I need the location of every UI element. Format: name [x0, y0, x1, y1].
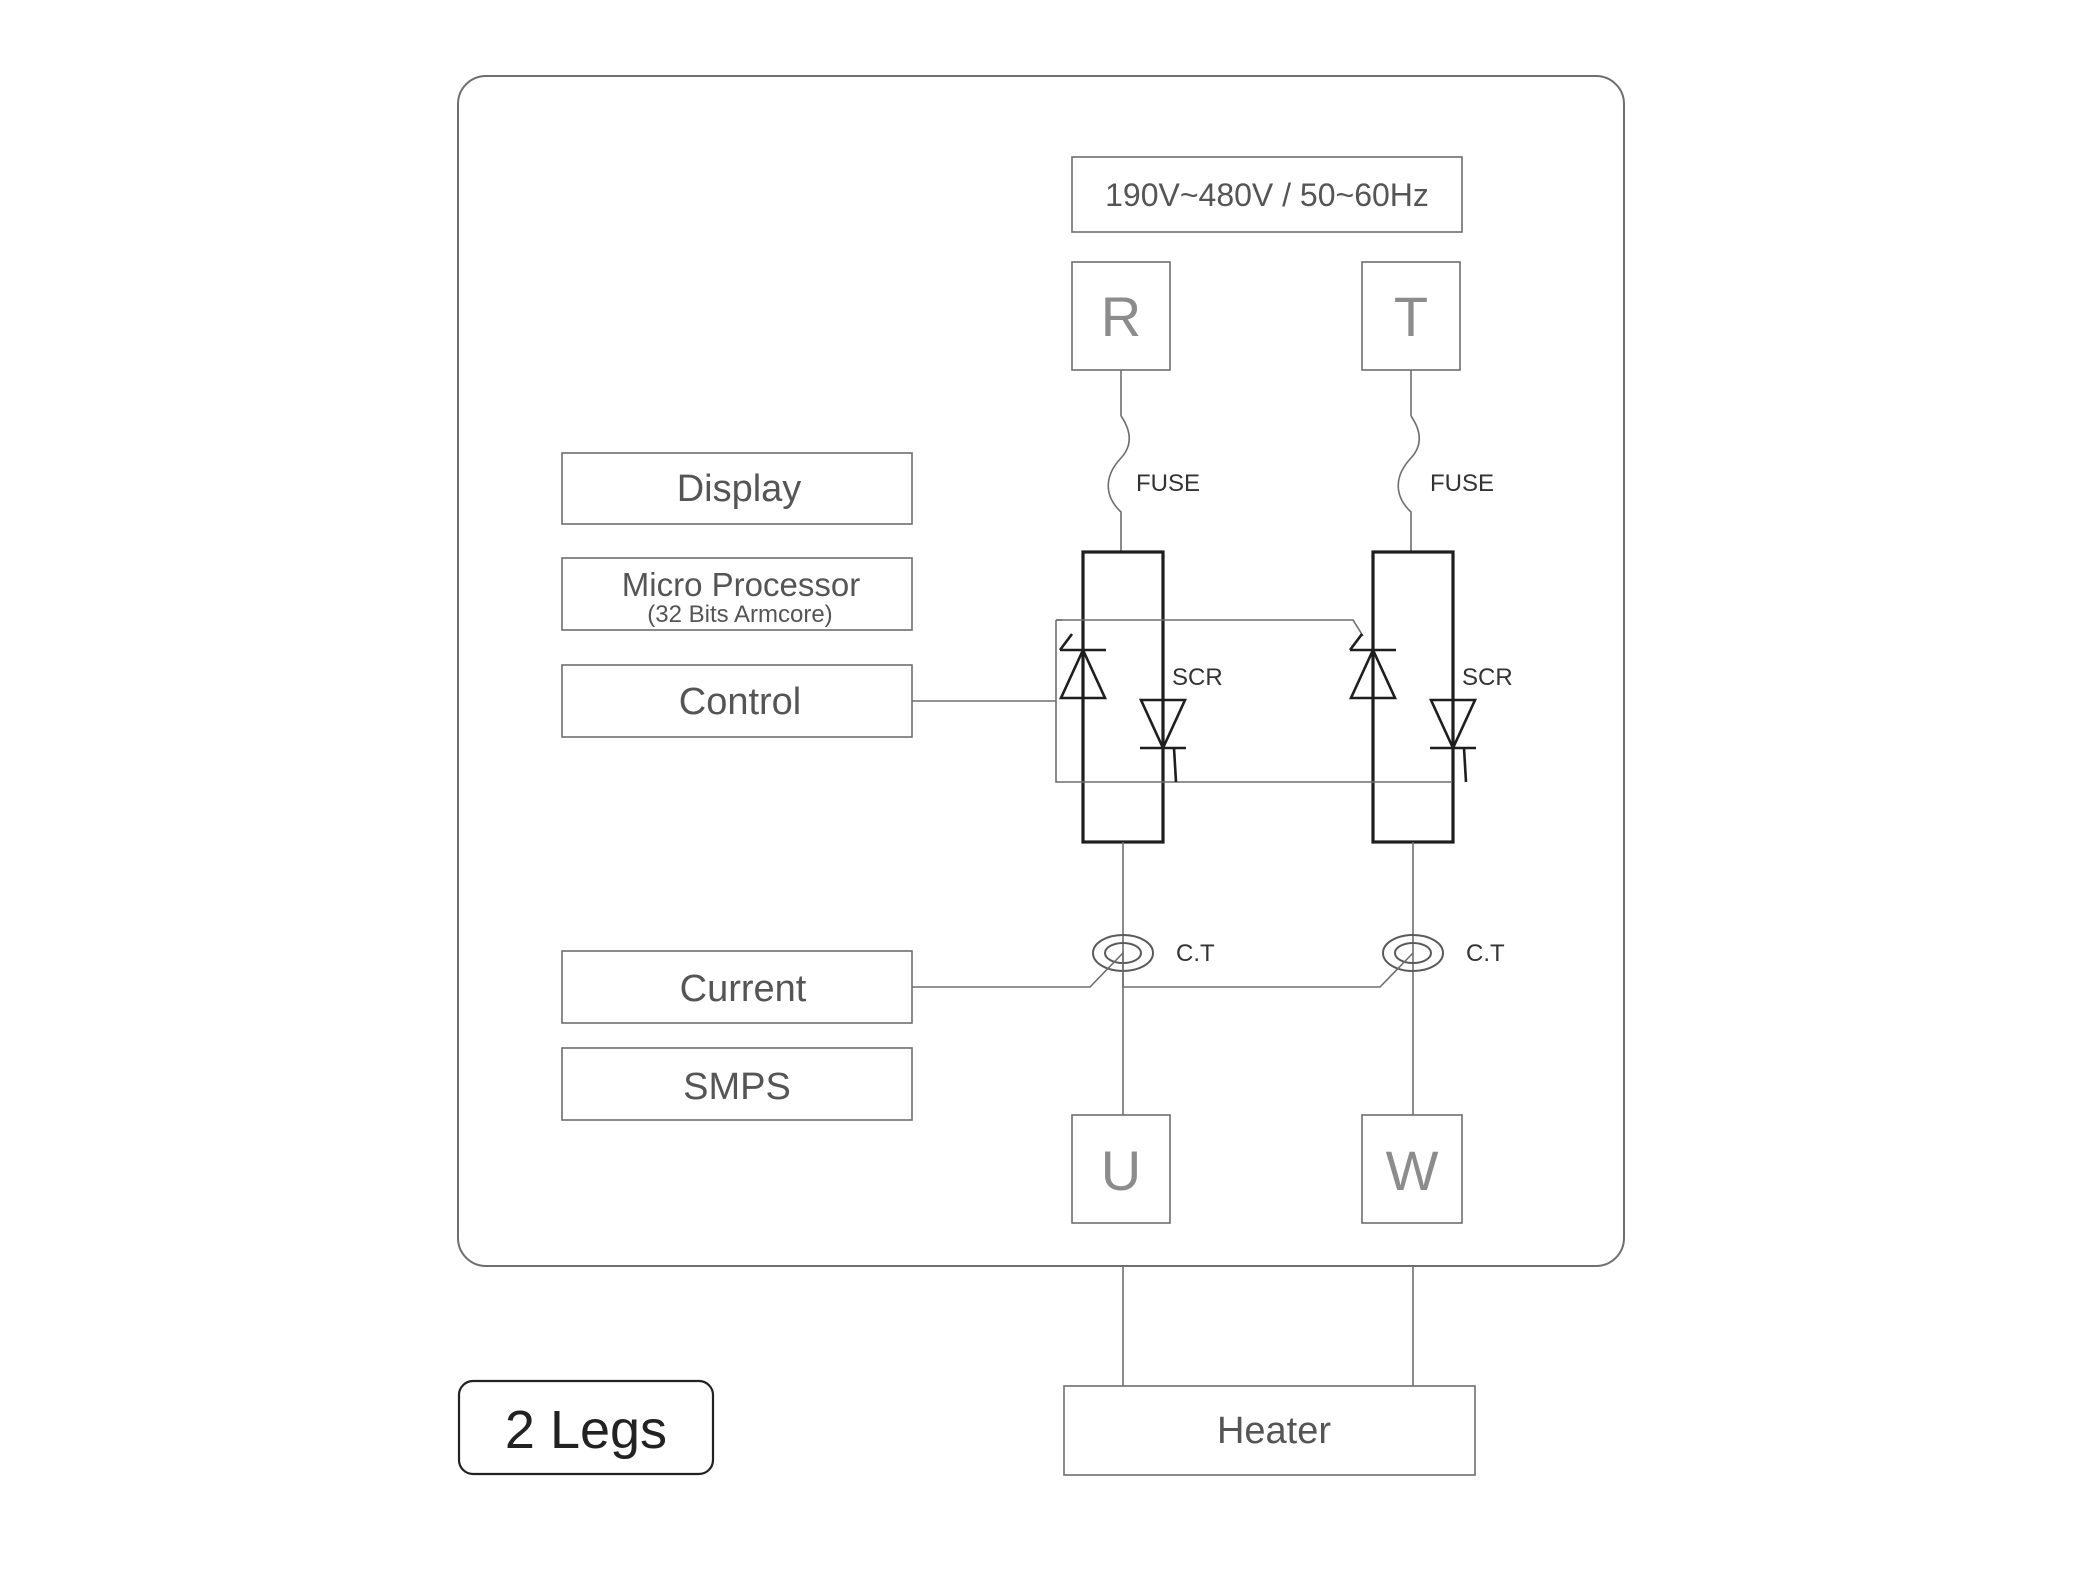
ct-left-label: C.T [1176, 940, 1215, 967]
terminal-w-label: W [1386, 1139, 1439, 1202]
ct-right-symbol [1382, 934, 1444, 972]
scr-right-up [1348, 633, 1398, 700]
micro-processor-module-box [561, 557, 913, 631]
ct-right-label: C.T [1466, 940, 1505, 967]
micro-processor-module-sublabel: (32 Bits Armcore) [647, 601, 832, 628]
gate-wire-bottom [1055, 620, 1451, 783]
current-sense-wire [910, 951, 1414, 988]
terminal-w-box [1361, 1114, 1463, 1224]
scr-left-down [1138, 698, 1188, 783]
terminal-t-box [1361, 261, 1461, 371]
current-module-label: Current [680, 968, 807, 1010]
terminal-u-box [1071, 1114, 1171, 1224]
smps-module-box [561, 1047, 913, 1121]
legs-badge-label: 2 Legs [505, 1400, 667, 1460]
fuse-right-label: FUSE [1430, 470, 1494, 497]
gate-wire-top [1056, 619, 1364, 637]
scr-left-up [1058, 633, 1108, 700]
terminal-t-label: T [1394, 285, 1428, 348]
fuse-left-symbol [1107, 415, 1131, 552]
heater-label: Heater [1217, 1410, 1331, 1452]
fuse-left-label: FUSE [1136, 470, 1200, 497]
terminal-r-label: R [1101, 285, 1141, 348]
current-module-box [561, 950, 913, 1024]
supply-label: 190V~480V / 50~60Hz [1105, 177, 1429, 213]
legs-badge-box [457, 1379, 715, 1476]
micro-processor-module-label: Micro Processor [622, 566, 860, 603]
heater-box [1063, 1385, 1476, 1476]
scr-left-label: SCR [1172, 664, 1223, 691]
scr-right-down [1428, 698, 1478, 783]
scr-right-label: SCR [1462, 664, 1513, 691]
terminal-u-label: U [1101, 1139, 1141, 1202]
terminal-r-box [1071, 261, 1171, 371]
fuse-right-symbol [1397, 415, 1421, 552]
display-module-box [561, 452, 913, 525]
supply-box [1071, 156, 1463, 233]
smps-module-label: SMPS [683, 1066, 791, 1108]
control-module-label: Control [679, 681, 802, 723]
control-module-box [561, 664, 913, 738]
display-module-label: Display [677, 468, 802, 510]
